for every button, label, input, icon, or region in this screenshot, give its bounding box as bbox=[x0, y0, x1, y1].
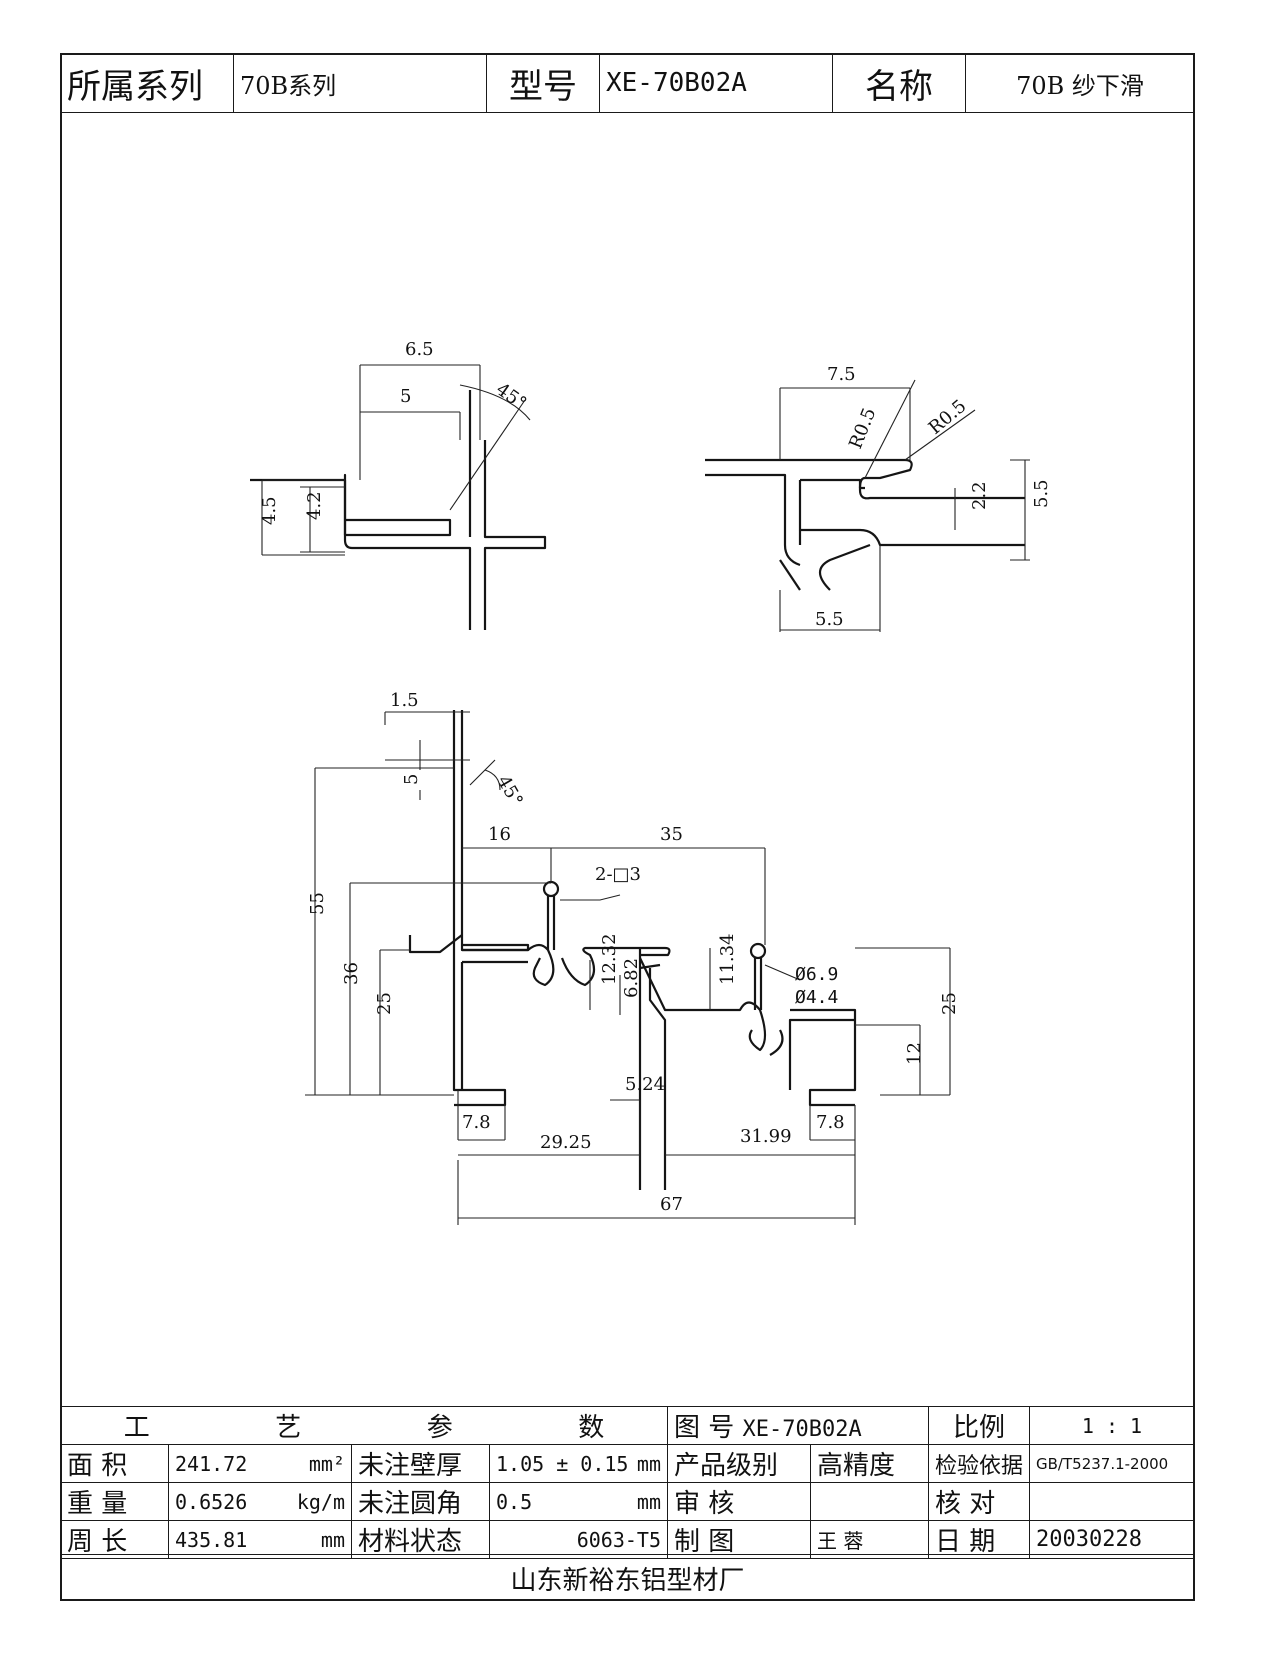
dim-phi-4-4: Ø4.4 bbox=[795, 987, 838, 1008]
dim-angle: 45° bbox=[492, 379, 530, 415]
drawn-value: 王 蓉 bbox=[810, 1520, 929, 1559]
weight-cell: 0.6526 kg/m bbox=[168, 1482, 352, 1521]
area-unit: mm² bbox=[308, 1451, 345, 1476]
weight-value: 0.6526 bbox=[175, 1489, 248, 1514]
detail-right: 7.5 R0.5 R0.5 2.2 5.5 5.5 bbox=[705, 364, 1052, 632]
wall-value: 1.05 ± 0.15 bbox=[496, 1451, 629, 1476]
dim-55: 55 bbox=[307, 892, 328, 915]
weight-label: 重 量 bbox=[60, 1482, 169, 1521]
scale-value: 1 : 1 bbox=[1029, 1406, 1195, 1445]
name-label: 名称 bbox=[832, 53, 966, 113]
dim-1-5: 1.5 bbox=[390, 690, 419, 711]
dim-25-right: 25 bbox=[939, 992, 960, 1015]
review-label: 审 核 bbox=[667, 1482, 811, 1521]
material-label: 材料状态 bbox=[351, 1520, 490, 1559]
drawing-no-cell: 图 号 XE-70B02A bbox=[667, 1406, 929, 1445]
dim-7-8-left: 7.8 bbox=[462, 1112, 491, 1133]
series-label: 所属系列 bbox=[60, 53, 234, 113]
process-title: 工 艺 参 数 bbox=[60, 1406, 668, 1445]
dim-36: 36 bbox=[341, 962, 362, 985]
hole-note: 2-□3 bbox=[595, 864, 641, 885]
dim-5-24: 5.24 bbox=[625, 1074, 665, 1095]
process-title-1: 工 bbox=[123, 1413, 150, 1443]
radius-label: 未注圆角 bbox=[351, 1482, 490, 1521]
dim-phi-6-9: Ø6.9 bbox=[795, 964, 838, 985]
scale-label: 比例 bbox=[927, 1406, 1031, 1445]
perimeter-cell: 435.81 mm bbox=[168, 1520, 352, 1559]
dim-16: 16 bbox=[488, 824, 511, 845]
dim-5: 5 bbox=[400, 386, 411, 407]
dim-5-5-bottom: 5.5 bbox=[815, 609, 844, 630]
radius-value: 0.5 bbox=[496, 1489, 533, 1514]
area-value: 241.72 bbox=[175, 1451, 248, 1476]
dim-r2: R0.5 bbox=[925, 396, 971, 439]
dim-angle: 45° bbox=[493, 772, 527, 810]
dim-12: 12 bbox=[904, 1042, 925, 1065]
review-value bbox=[810, 1482, 929, 1521]
dim-4-2: 4.2 bbox=[304, 491, 325, 520]
grade-label: 产品级别 bbox=[667, 1444, 811, 1483]
standard-label: 检验依据 bbox=[927, 1444, 1031, 1483]
grade-value: 高精度 bbox=[810, 1444, 929, 1483]
model-value: XE-70B02A bbox=[599, 53, 833, 113]
drawing-no-value: XE-70B02A bbox=[742, 1417, 862, 1442]
dim-7-5: 7.5 bbox=[827, 364, 856, 385]
name-value: 70B 纱下滑 bbox=[965, 53, 1195, 113]
series-value: 70B系列 bbox=[233, 53, 487, 113]
wall-unit: mm bbox=[636, 1451, 661, 1476]
perimeter-value: 435.81 bbox=[175, 1527, 248, 1552]
title-block-footer: 工 艺 参 数 图 号 XE-70B02A 比例 1 : 1 面 积 241.7… bbox=[60, 1406, 1195, 1559]
perimeter-unit: mm bbox=[320, 1527, 345, 1552]
wall-cell: 1.05 ± 0.15 mm bbox=[489, 1444, 668, 1483]
dim-5: 5 bbox=[401, 774, 422, 785]
process-title-4: 数 bbox=[578, 1413, 605, 1443]
check-label: 核 对 bbox=[927, 1482, 1031, 1521]
dim-6-5: 6.5 bbox=[405, 339, 434, 360]
standard-value: GB/T5237.1-2000 bbox=[1029, 1444, 1195, 1483]
main-profile: 1.5 5 45° 55 16 35 2-□3 36 25 12.32 6.82… bbox=[305, 690, 960, 1225]
dim-4-5: 4.5 bbox=[259, 496, 280, 525]
dim-7-8-right: 7.8 bbox=[816, 1112, 845, 1133]
dim-11-34: 11.34 bbox=[717, 933, 738, 985]
process-title-2: 艺 bbox=[275, 1413, 302, 1443]
drawing-no-label: 图 号 bbox=[674, 1413, 735, 1443]
dim-67: 67 bbox=[660, 1194, 683, 1215]
drawn-label: 制 图 bbox=[667, 1520, 811, 1559]
company-name: 山东新裕东铝型材厂 bbox=[60, 1554, 1195, 1601]
dim-2-2: 2.2 bbox=[969, 481, 990, 510]
check-value bbox=[1029, 1482, 1195, 1521]
wall-label: 未注壁厚 bbox=[351, 1444, 490, 1483]
dim-5-5: 5.5 bbox=[1031, 479, 1052, 508]
dim-29-25: 29.25 bbox=[540, 1132, 592, 1153]
dim-25-left: 25 bbox=[374, 992, 395, 1015]
material-value: 6063-T5 bbox=[489, 1520, 668, 1559]
model-label: 型号 bbox=[486, 53, 600, 113]
radius-unit: mm bbox=[636, 1489, 661, 1514]
weight-unit: kg/m bbox=[296, 1489, 345, 1514]
dim-12-32: 12.32 bbox=[599, 933, 620, 985]
date-value: 20030228 bbox=[1029, 1520, 1195, 1559]
dim-r1: R0.5 bbox=[845, 405, 880, 452]
dim-31-99: 31.99 bbox=[740, 1126, 792, 1147]
radius-cell: 0.5 mm bbox=[489, 1482, 668, 1521]
perimeter-label: 周 长 bbox=[60, 1520, 169, 1559]
date-label: 日 期 bbox=[927, 1520, 1031, 1559]
area-label: 面 积 bbox=[60, 1444, 169, 1483]
detail-left: 6.5 5 45° 4.5 4.2 bbox=[250, 339, 547, 630]
title-block-header: 所属系列 70B系列 型号 XE-70B02A 名称 70B 纱下滑 bbox=[60, 53, 1195, 113]
dim-6-82: 6.82 bbox=[621, 958, 642, 998]
dim-35: 35 bbox=[660, 824, 683, 845]
area-cell: 241.72 mm² bbox=[168, 1444, 352, 1483]
process-title-3: 参 bbox=[426, 1413, 453, 1443]
